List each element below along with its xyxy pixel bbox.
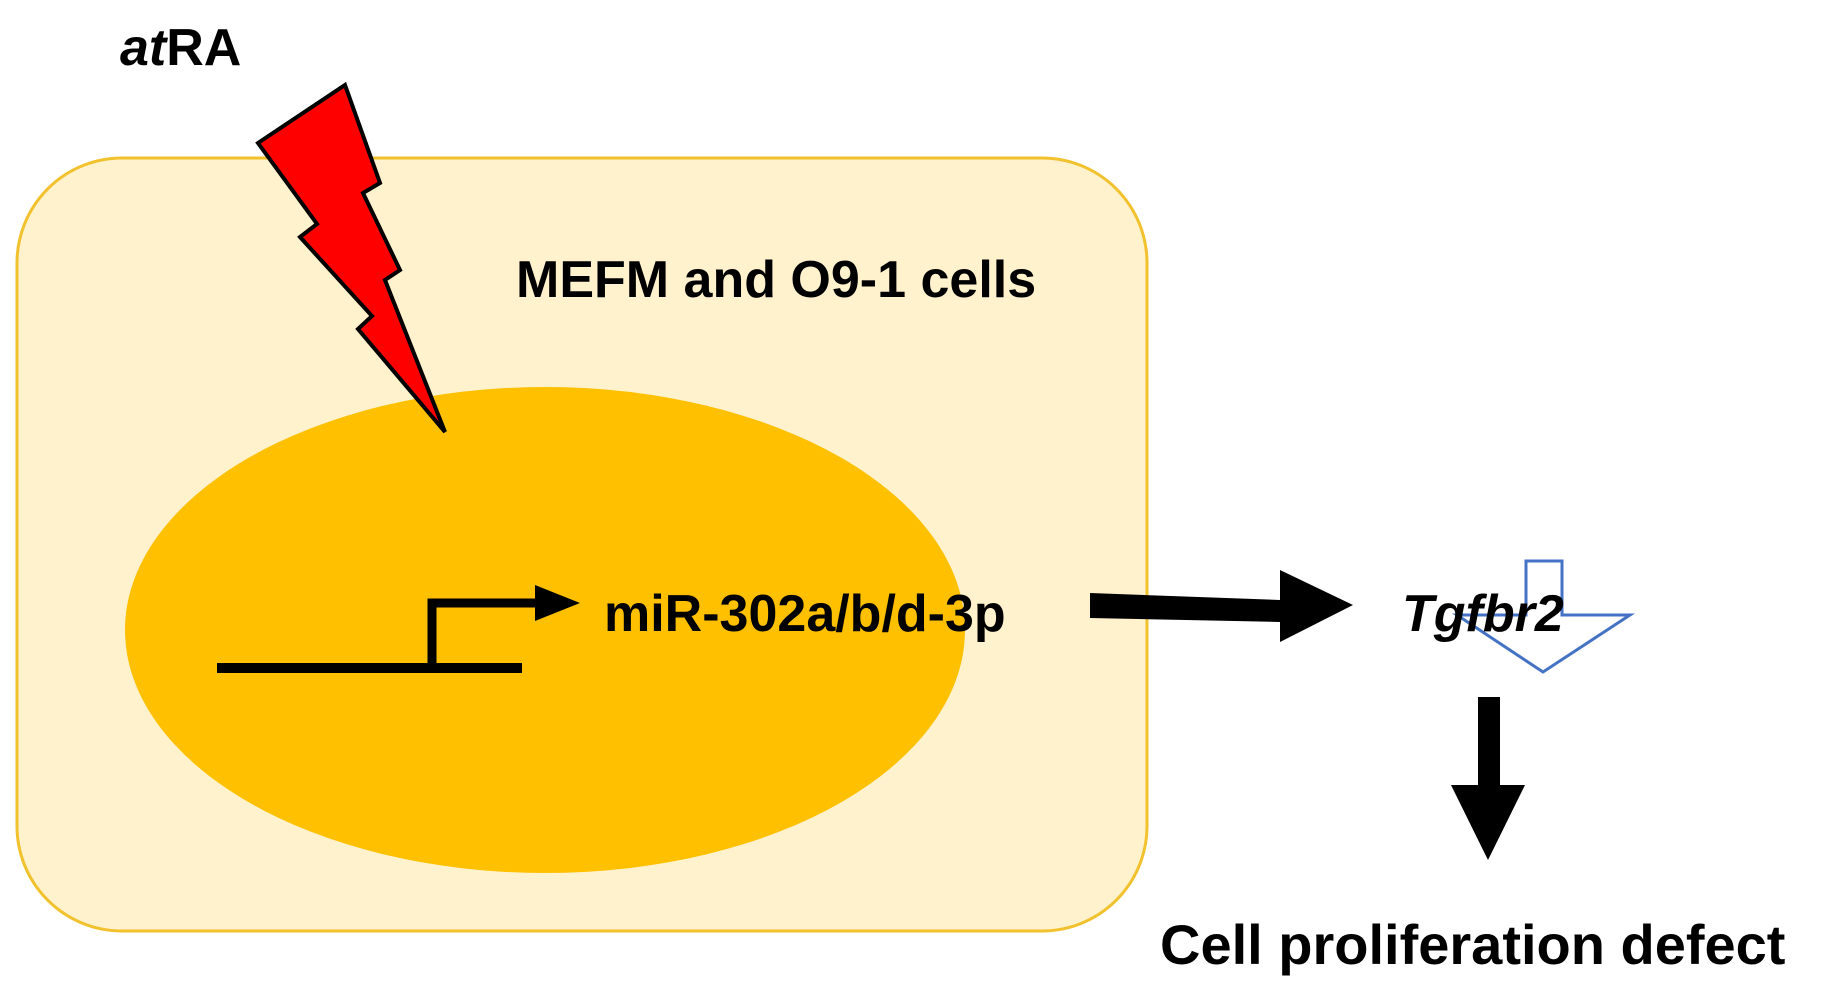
cell-type-label: MEFM and O9-1 cells — [516, 251, 1037, 309]
gene-promoter-arrow-icon — [427, 585, 580, 668]
down-arrow-outline-icon — [1452, 559, 1636, 674]
nucleus — [125, 387, 965, 873]
stimulus-suffix: RA — [166, 19, 242, 77]
outcome-label: Cell proliferation defect — [1160, 913, 1786, 976]
stimulus-prefix: at — [120, 19, 167, 77]
target-gene-label: Tgfbr2 — [1402, 585, 1564, 643]
stimulus-label: atRA — [120, 22, 241, 74]
gene-to-outcome-arrow — [1451, 697, 1525, 860]
mirna-to-gene-arrow — [1090, 570, 1353, 642]
mirna-label: miR-302a/b/d-3p — [604, 585, 1006, 643]
lightning-bolt-icon — [255, 81, 447, 434]
